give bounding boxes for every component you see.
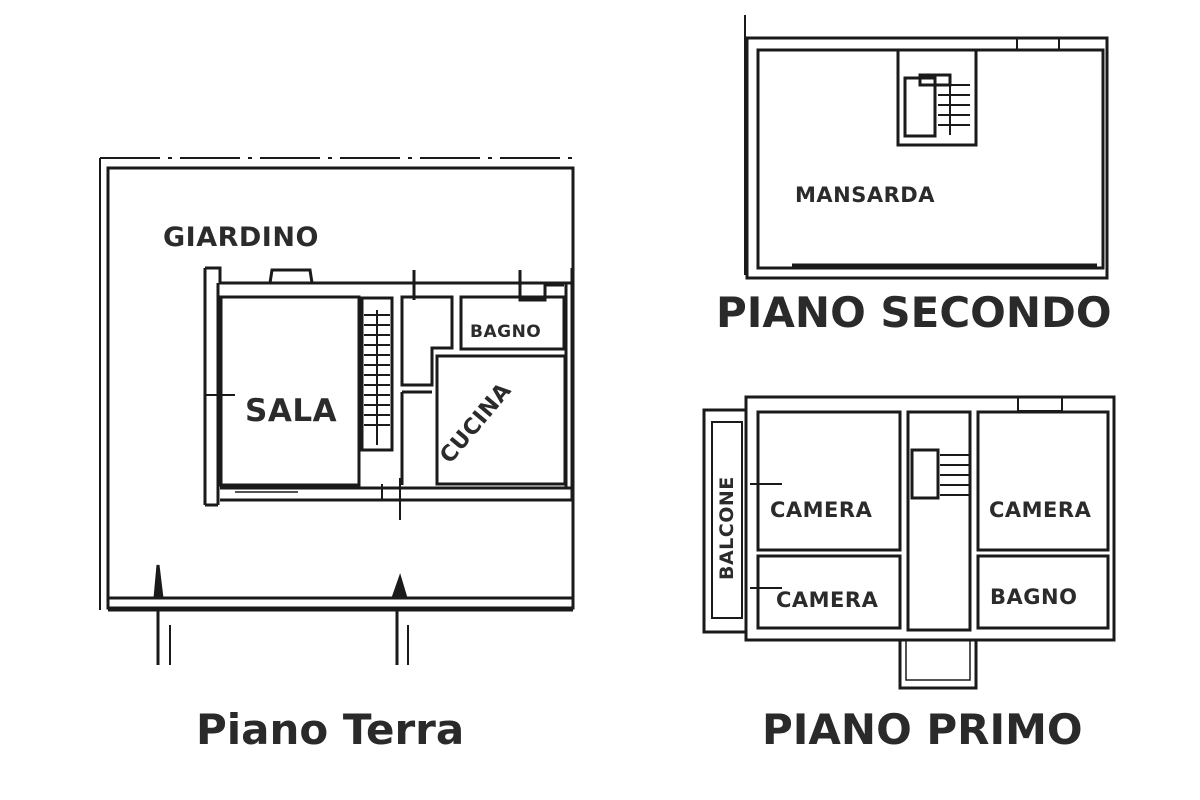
room-label-bedroom-1: CAMERA <box>770 498 873 522</box>
room-label-balcony: BALCONE <box>716 476 738 580</box>
floor-title-first: PIANO PRIMO <box>762 705 1083 754</box>
first-floor-plan <box>702 395 1116 690</box>
ground-floor-plan <box>99 157 578 665</box>
second-floor-plan <box>744 15 1109 280</box>
room-label-attic: MANSARDA <box>795 183 935 207</box>
floor-title-ground: Piano Terra <box>196 705 465 754</box>
room-label-first-bathroom: BAGNO <box>990 585 1078 609</box>
room-label-bedroom-3: CAMERA <box>989 498 1092 522</box>
room-label-bedroom-2: CAMERA <box>776 588 879 612</box>
floor-title-second: PIANO SECONDO <box>716 288 1112 337</box>
room-label-garden: GIARDINO <box>163 222 319 253</box>
room-label-ground-bathroom: BAGNO <box>470 322 542 342</box>
room-label-living: SALA <box>245 393 338 429</box>
